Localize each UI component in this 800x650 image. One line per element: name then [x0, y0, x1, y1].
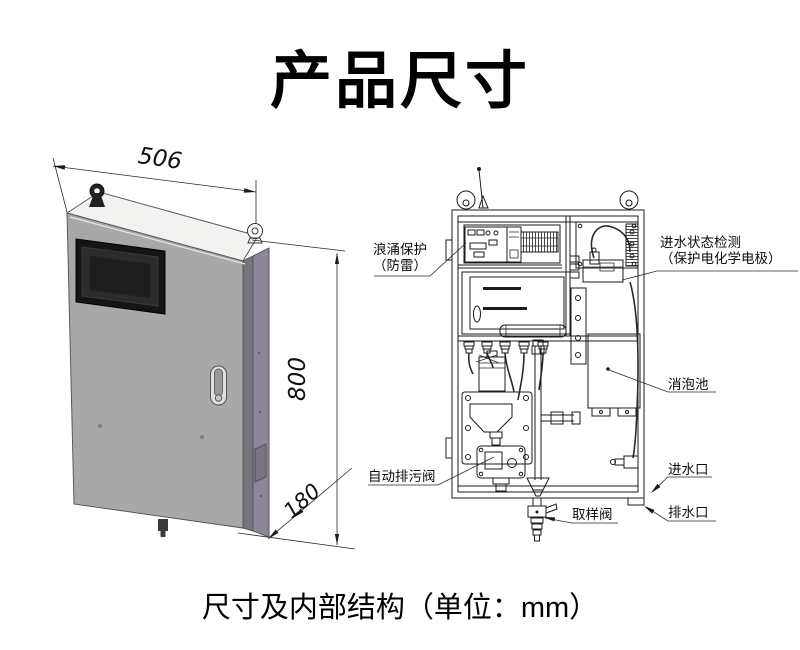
bottom-fitting: [158, 519, 168, 537]
label-water-outlet: 排水口: [668, 505, 709, 520]
label-water-inlet: 进水口: [668, 462, 709, 477]
front-screws: [98, 424, 204, 439]
controller-box: [461, 271, 571, 338]
label-auto-drain-valve: 自动排污阀: [368, 469, 436, 484]
leader-lines: [368, 242, 798, 524]
internal-lifting-eye-right: [619, 190, 639, 210]
dimension-depth-line: [237, 467, 356, 550]
auto-drain-valve-assembly: [461, 391, 533, 492]
drain-pipe: [526, 339, 581, 497]
surge-protection-module: [463, 224, 561, 264]
dimension-width-line: [52, 157, 257, 236]
lifting-eye-right: [247, 223, 263, 244]
shelf-divider-upper: [458, 264, 562, 269]
label-inlet-status-line2: （保护电化学电极）: [660, 250, 782, 266]
cabinet-body: [65, 191, 270, 538]
label-sampling-valve: 取样阀: [572, 507, 613, 522]
door-handle: [210, 365, 227, 406]
exterior-cabinet-drawing: [52, 157, 356, 550]
dimension-height-label: 800: [284, 357, 311, 401]
sampling-valve-assembly: [527, 497, 558, 542]
side-vent: [254, 352, 267, 497]
display-screen: [75, 238, 166, 315]
label-surge-protection-line1: 浪涌保护: [373, 242, 427, 257]
figure-caption: 尺寸及内部结构（单位：mm）: [201, 592, 599, 624]
antenna: [477, 167, 489, 209]
shelf-divider-lower: [458, 335, 638, 342]
internal-lifting-eye-left: [456, 190, 476, 210]
label-inlet-status-line1: 进水状态检测: [660, 235, 741, 250]
label-surge-protection-line2: （防雷）: [373, 257, 427, 273]
label-inlet-status-detection: 进水状态检测 （保护电化学电极）: [660, 235, 782, 266]
dimension-height-line: [251, 239, 346, 545]
page-title: 产品尺寸: [269, 47, 530, 116]
label-surge-protection: 浪涌保护 （防雷）: [366, 242, 434, 273]
enclosure-frame: [445, 209, 645, 506]
label-defoaming-tank: 消泡池: [668, 377, 709, 392]
defoaming-tank: [587, 281, 641, 469]
cable-glands: [463, 341, 549, 401]
internal-structure-drawing: [368, 167, 798, 542]
reagent-bottle: [478, 350, 506, 392]
vertical-divider: [565, 216, 571, 336]
inlet-detection-assembly: [569, 221, 639, 365]
lifting-eye-left: [89, 183, 105, 207]
